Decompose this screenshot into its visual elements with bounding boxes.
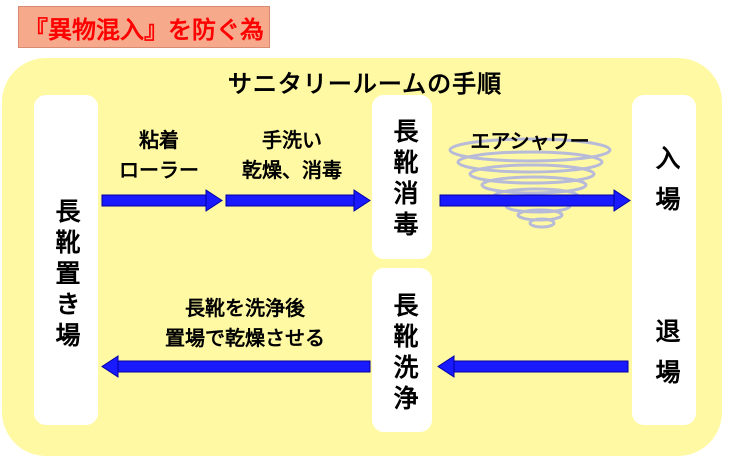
handwash-label-line2: 乾燥、消毒 <box>242 158 342 182</box>
air-shower-swirl-icon <box>448 137 612 229</box>
exit-to-wash-arrow <box>437 355 629 378</box>
air-shower-label: エアシャワー <box>470 129 590 153</box>
boot-storage-box <box>34 95 98 425</box>
boot-storage-label: 長靴置き場 <box>52 198 81 353</box>
title-text: 『異物混入』を防ぐ為 <box>24 15 264 44</box>
handwash-label-line1: 手洗い <box>262 128 322 152</box>
roller-label-line1: 粘着 <box>139 128 179 152</box>
roller-label-line2: ローラー <box>119 158 199 182</box>
handwash-label: 手洗い 乾燥、消毒 <box>222 125 362 185</box>
entry-label: 入場 <box>652 145 681 227</box>
procedure-heading: サニタリールームの手順 <box>227 70 503 98</box>
return-path-line1: 長靴を洗浄後 <box>185 296 305 320</box>
return-path-line2: 置場で乾燥させる <box>165 326 325 350</box>
return-to-storage-arrow <box>101 355 371 378</box>
roller-arrow <box>101 189 223 212</box>
roller-label: 粘着 ローラー <box>104 125 214 185</box>
procedure-panel <box>2 58 722 456</box>
boot-wash-box <box>372 268 432 432</box>
entry-exit-box <box>632 95 696 425</box>
handwash-arrow <box>225 189 371 212</box>
boot-disinfect-label: 長靴消毒 <box>390 118 419 242</box>
air-shower-arrow <box>439 189 631 212</box>
return-path-label: 長靴を洗浄後 置場で乾燥させる <box>130 293 360 353</box>
title-banner: 『異物混入』を防ぐ為 <box>18 6 270 48</box>
boot-disinfect-box <box>372 95 432 259</box>
exit-label: 退場 <box>652 318 681 400</box>
boot-wash-label: 長靴洗浄 <box>390 292 419 416</box>
